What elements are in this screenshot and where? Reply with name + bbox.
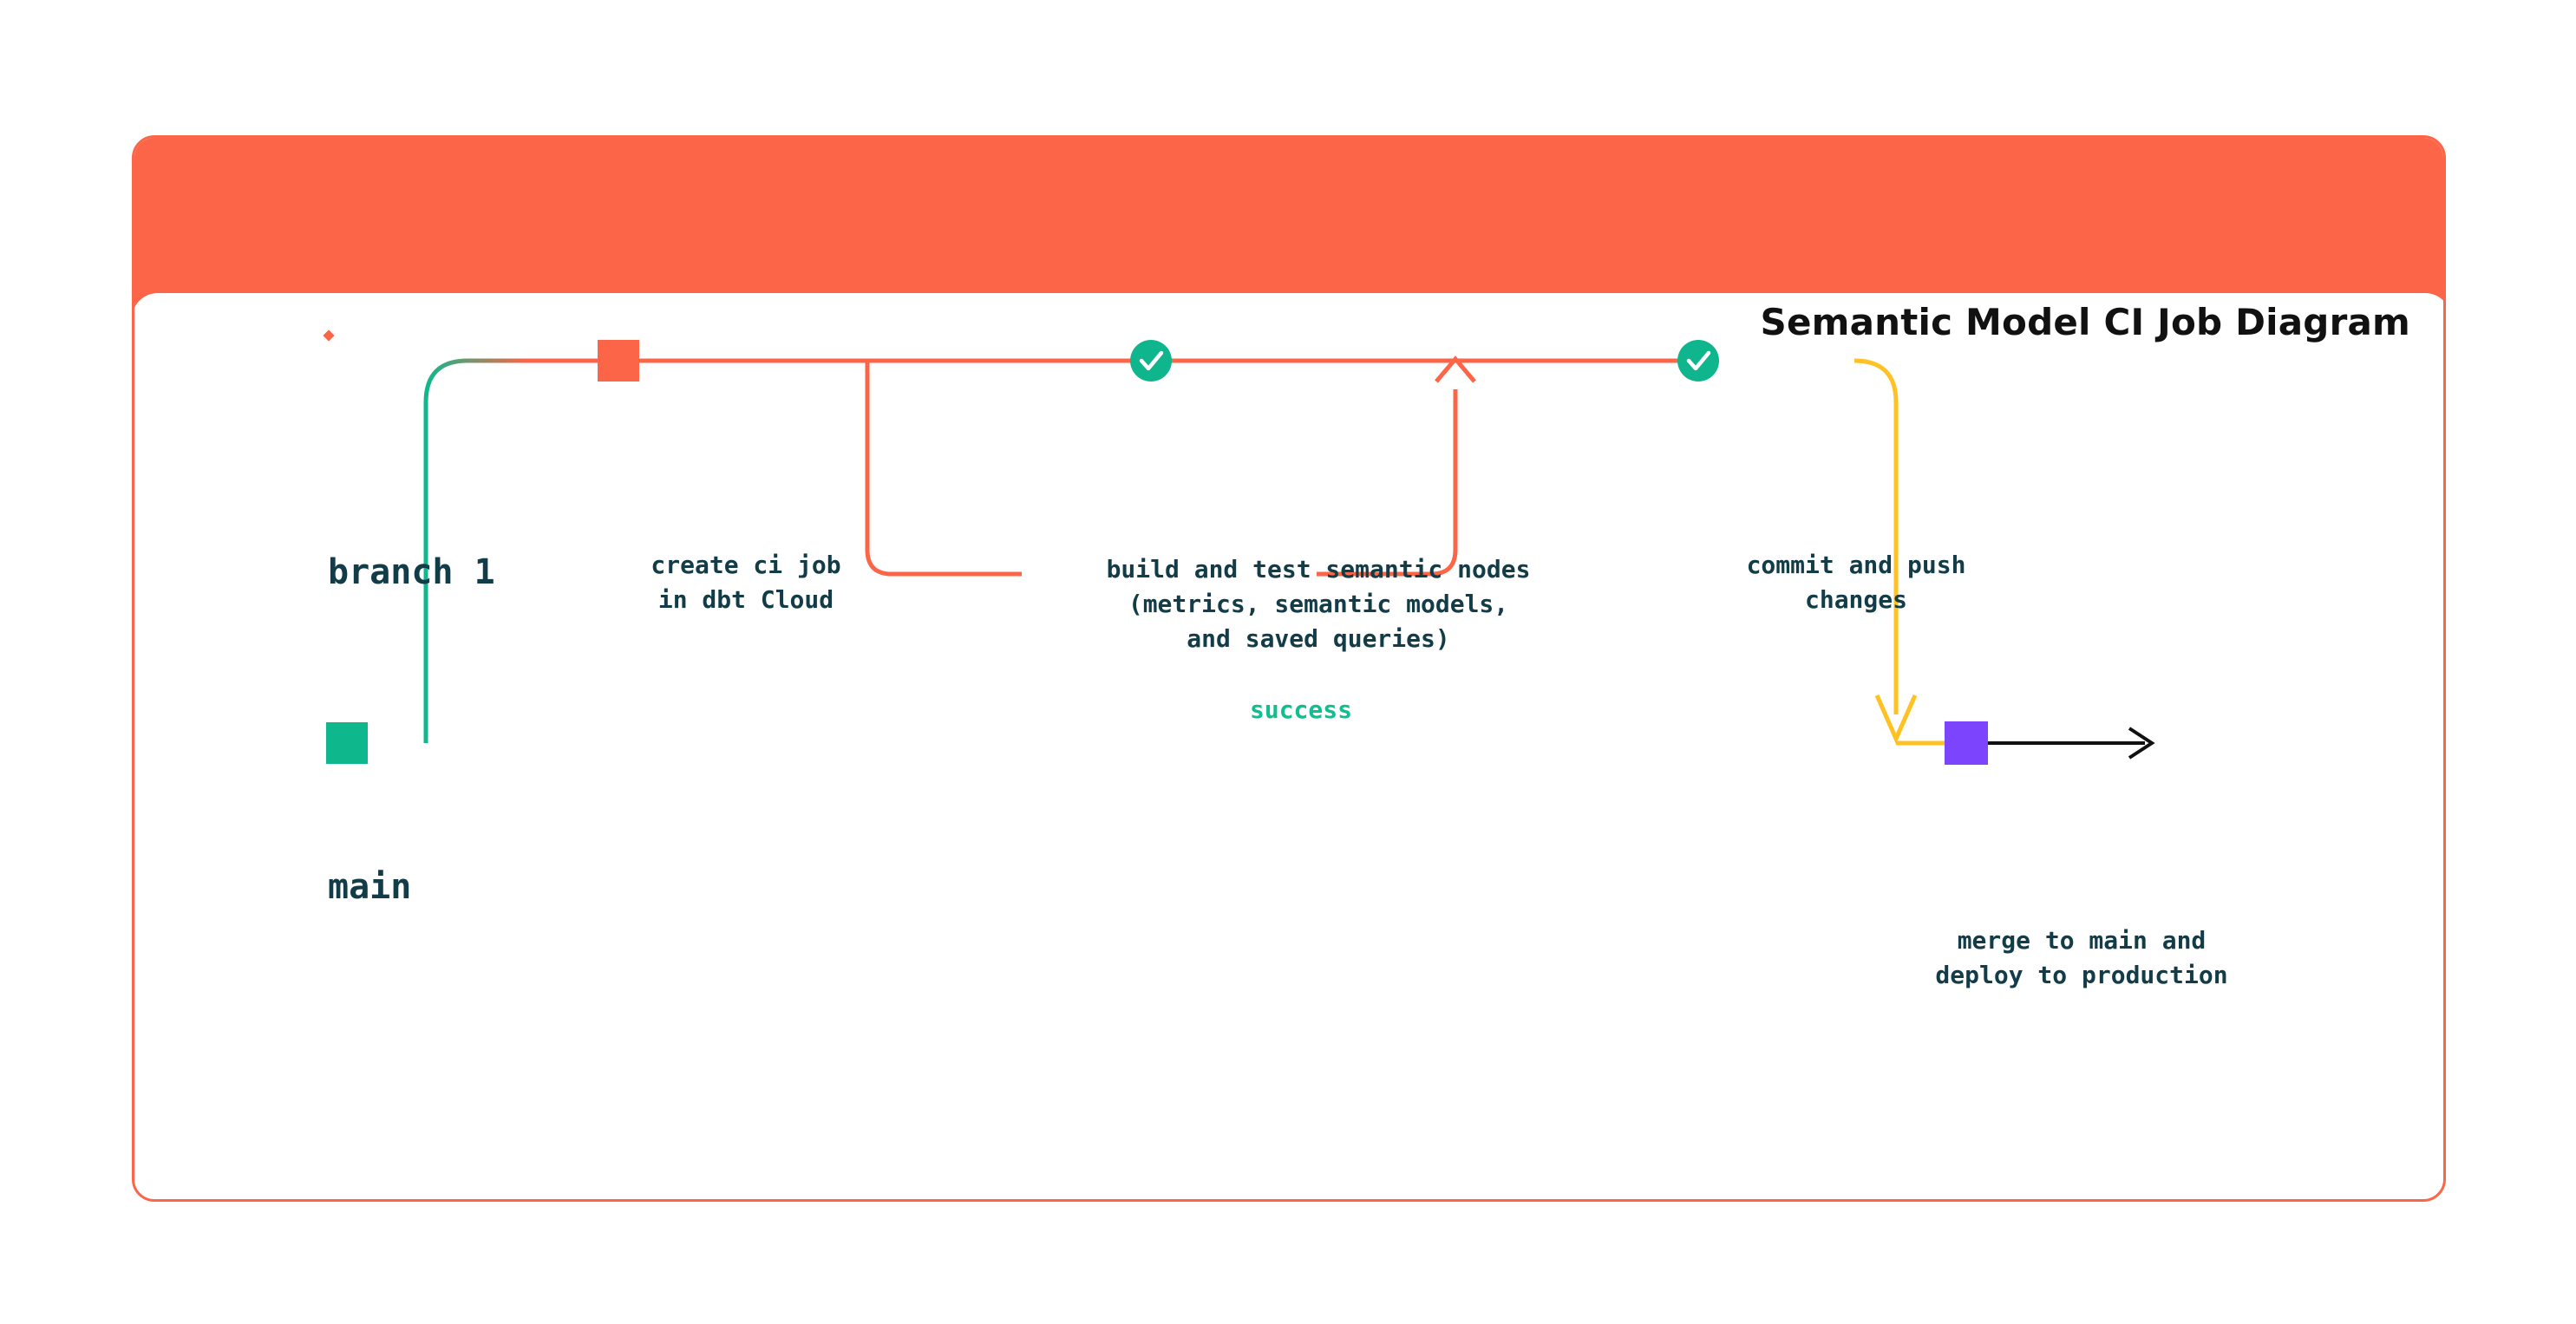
branch-off-edge — [423, 358, 527, 743]
page-title: Semantic Model CI Job Diagram — [1760, 301, 2410, 343]
merge-down-arrow-icon — [1874, 694, 1918, 745]
build-and-test-check-node — [1130, 340, 1172, 382]
branch-label-main: main — [328, 867, 412, 907]
main-continuation-arrow-icon — [2128, 727, 2155, 760]
node-label-commit-and-push: commit and push changes — [1746, 551, 1966, 614]
branch-label-branch-1: branch 1 — [328, 552, 495, 592]
diagram-card: Semantic Model CI Job Diagram — [132, 135, 2446, 1202]
check-icon — [1686, 350, 1711, 371]
node-label-build-and-test: build and test semantic nodes (metrics, … — [1106, 555, 1531, 653]
merge-edge — [1854, 358, 1899, 714]
node-label-create-ci-job: create ci job in dbt Cloud — [651, 551, 841, 614]
success-loop-left — [865, 361, 1022, 577]
node-label-merge-to-main: merge to main and deploy to production — [1935, 926, 2228, 989]
create-ci-job-node — [598, 340, 639, 382]
git-flow-graph — [326, 340, 2155, 765]
check-icon — [1139, 350, 1164, 371]
merge-to-main-node — [1945, 721, 1988, 765]
success-loop-label: success — [1249, 695, 1352, 724]
main-start-node — [326, 722, 368, 764]
commit-and-push-check-node — [1677, 340, 1719, 382]
card-header-notch — [134, 293, 2443, 345]
dbt-logo-icon — [303, 306, 355, 357]
card-header-bar — [134, 138, 2443, 293]
success-loop-right — [1317, 389, 1458, 577]
success-loop-up-arrow-icon — [1435, 355, 1476, 383]
